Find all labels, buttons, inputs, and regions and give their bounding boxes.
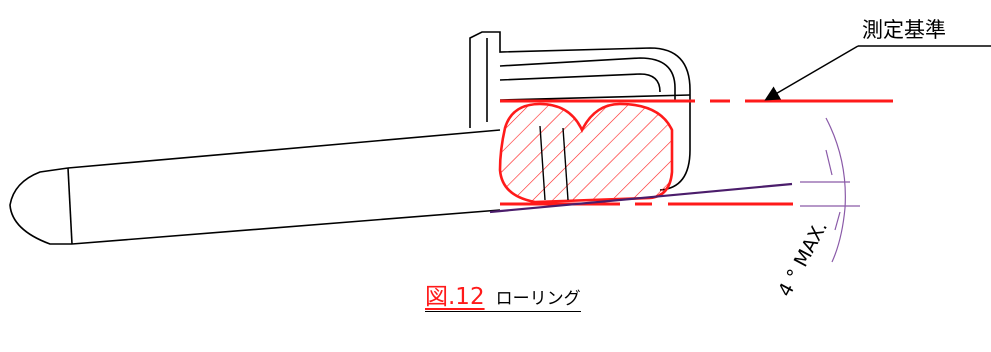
reference-lines xyxy=(500,99,893,206)
terminal-latch-inner xyxy=(499,73,661,93)
terminal-bottom-edge xyxy=(71,209,501,245)
cross-section-hatched xyxy=(498,102,674,204)
terminal-tip xyxy=(9,167,72,245)
terminal-body xyxy=(9,31,691,245)
angle-dimension xyxy=(800,117,860,263)
tip-joint xyxy=(67,167,73,245)
tilt-line xyxy=(489,182,793,214)
reference-leader xyxy=(764,45,991,101)
figure-number: 図.12 xyxy=(425,284,485,310)
figure-caption: 図.12 ローリング xyxy=(425,286,581,312)
terminal-top-edge xyxy=(67,129,501,169)
terminal-housing xyxy=(469,31,691,191)
measurement-reference-label: 測定基準 xyxy=(862,18,946,42)
figure-title: ローリング xyxy=(495,289,581,309)
angle-arc xyxy=(825,117,846,263)
terminal-latch xyxy=(499,57,676,100)
housing-step xyxy=(499,94,691,101)
cross-section-walls xyxy=(539,125,569,201)
